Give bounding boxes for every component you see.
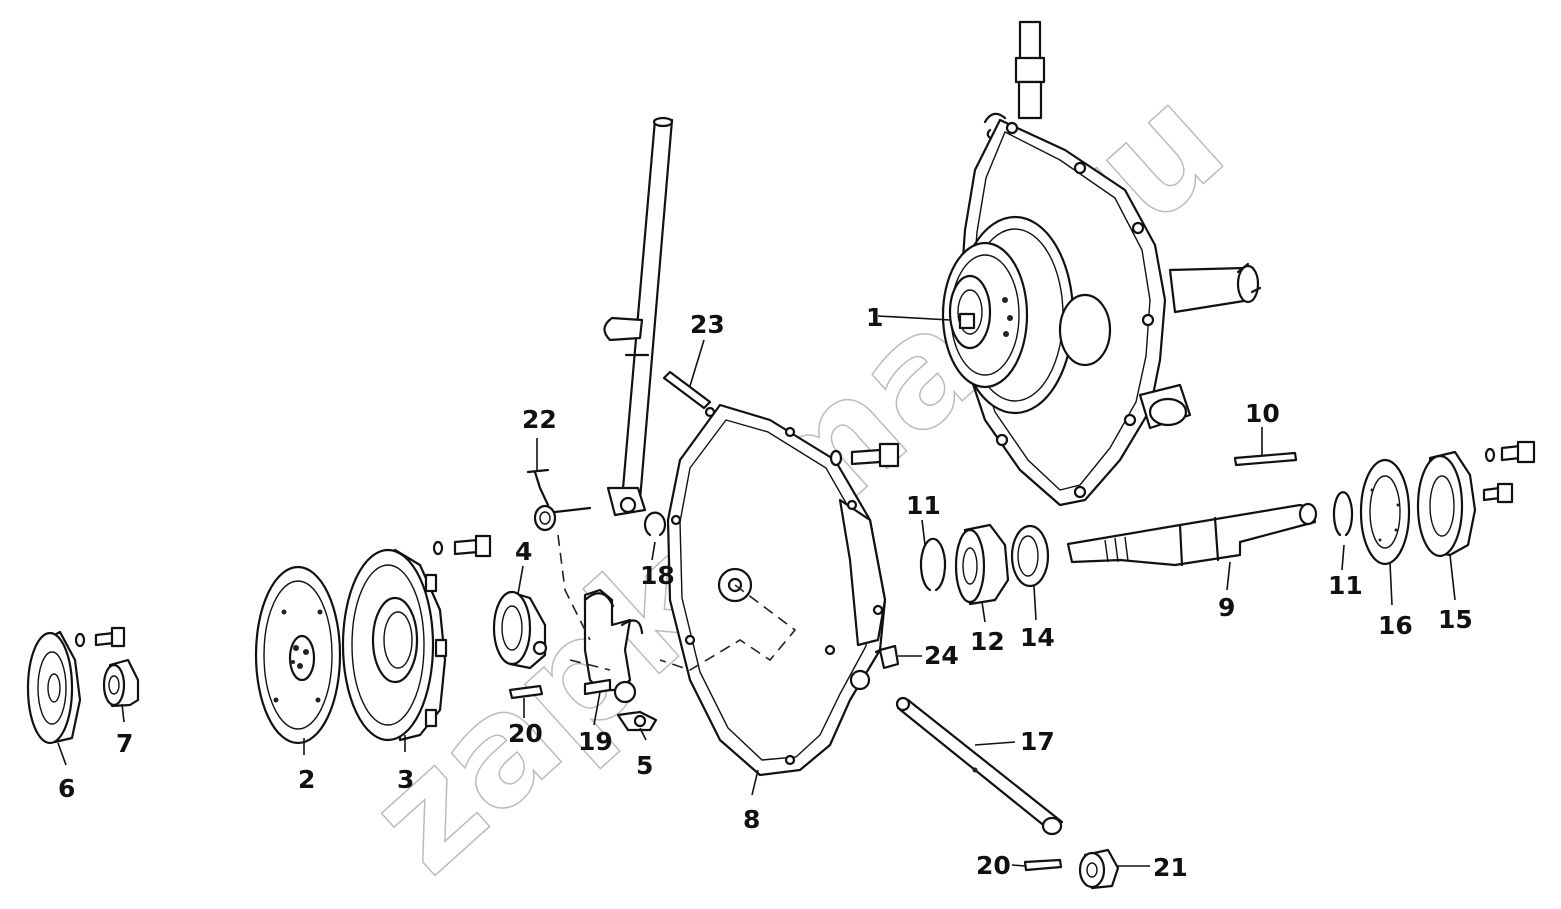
part-18-circlip <box>643 511 667 537</box>
callout-11-right: 11 <box>1328 571 1363 600</box>
callout-20-left: 20 <box>508 719 543 748</box>
dashed-assembly-lines <box>557 534 797 671</box>
part-5-lock-plate <box>616 710 658 732</box>
callout-15: 15 <box>1438 605 1473 634</box>
part-4-release-bearing <box>492 590 548 670</box>
part-15-end-cover <box>1416 450 1477 558</box>
callout-18: 18 <box>640 561 675 590</box>
part-14-seal <box>1010 524 1050 588</box>
part-22-spring <box>526 468 592 532</box>
callout-14: 14 <box>1020 623 1055 652</box>
callout-11-left: 11 <box>906 491 941 520</box>
callout-19: 19 <box>578 727 613 756</box>
callout-2: 2 <box>298 765 315 794</box>
callout-23: 23 <box>690 310 725 339</box>
leader-lines <box>57 315 1456 867</box>
part-11-snap-ring-left <box>919 537 947 592</box>
bolt-near-cover <box>829 442 900 468</box>
shift-shaft <box>603 116 674 517</box>
part-17-shaft <box>895 696 1064 836</box>
part-24-plug <box>874 644 900 670</box>
callout-5: 5 <box>636 751 653 780</box>
part-23-pin <box>662 370 712 410</box>
part-16-gasket <box>1359 458 1411 566</box>
part-8-cover-plate <box>666 403 887 777</box>
part-6-cover-cap <box>26 630 82 745</box>
callout-10: 10 <box>1245 399 1280 428</box>
callout-17: 17 <box>1020 727 1055 756</box>
callout-24: 24 <box>924 641 959 670</box>
callout-7: 7 <box>116 729 133 758</box>
callout-22: 22 <box>522 405 557 434</box>
part-21-collar <box>1078 848 1120 890</box>
callout-8: 8 <box>743 805 760 834</box>
callout-16: 16 <box>1378 611 1413 640</box>
callout-1: 1 <box>866 303 883 332</box>
part-11-snap-ring-right <box>1332 491 1354 537</box>
part-19-release-fork <box>583 588 644 704</box>
bolt-near-pressure-plate <box>432 534 492 558</box>
part-9-input-shaft <box>1066 502 1318 567</box>
callout-4: 4 <box>515 537 532 566</box>
callout-9: 9 <box>1218 593 1235 622</box>
bolt-near-cover-cap <box>74 626 126 648</box>
part-7-bearing <box>102 658 140 708</box>
part-20-pin-left <box>508 684 544 700</box>
callout-6: 6 <box>58 774 75 803</box>
part-3-pressure-plate <box>341 548 448 742</box>
callout-12: 12 <box>970 627 1005 656</box>
bolts-near-end-cover <box>1482 440 1536 504</box>
part-20-pin-bottom <box>1023 858 1063 872</box>
callout-3: 3 <box>397 765 414 794</box>
callout-21: 21 <box>1153 853 1188 882</box>
callout-labels: 1 2 3 4 5 6 7 8 9 10 11 11 12 14 15 16 1… <box>58 303 1473 882</box>
part-1-housing-assembly <box>941 20 1262 507</box>
callout-20-bottom: 20 <box>976 851 1011 880</box>
part-12-bearing <box>954 523 1010 606</box>
part-10-key <box>1233 451 1298 467</box>
part-2-friction-disc <box>254 565 342 745</box>
